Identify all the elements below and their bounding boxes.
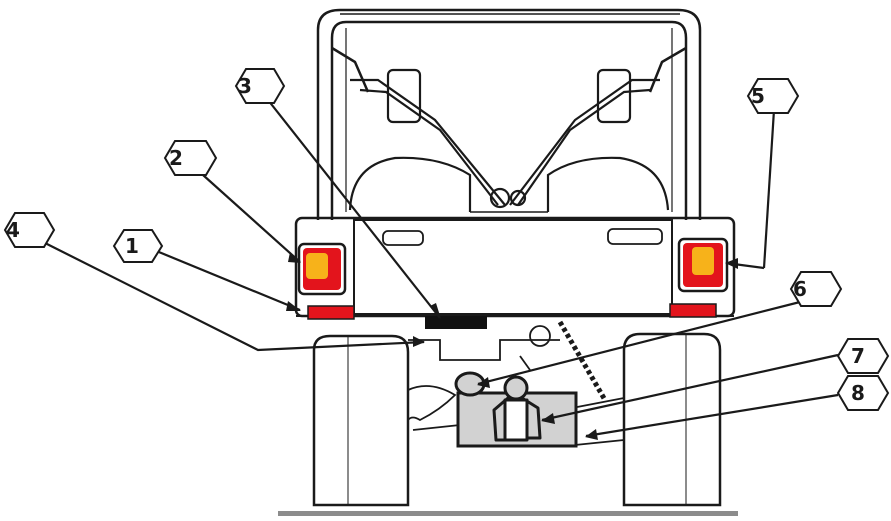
left-tail-light [297,242,347,296]
plate-light-and-hitch [454,371,542,442]
callout-1: 1 [112,229,164,263]
callout-3-label: 3 [238,74,252,98]
callout-5-label: 5 [751,84,765,108]
callout-4: 4 [3,212,56,248]
callout-6-label: 6 [793,277,807,301]
right-tail-light [677,237,729,293]
callout-8: 8 [836,375,890,411]
right-reflector [669,303,717,318]
callout-2-label: 2 [169,146,183,170]
callout-1-label: 1 [125,234,139,258]
callout-8-label: 8 [851,381,865,405]
arrowheads [286,252,738,440]
cargo-bed [294,216,736,318]
callout-3: 3 [234,68,286,104]
roll-cage [316,8,702,220]
center-label [425,316,487,329]
callout-7-label: 7 [851,344,865,368]
callout-6: 6 [789,271,843,307]
suspension [407,320,625,446]
callout-5: 5 [746,78,800,114]
callout-7: 7 [836,338,890,374]
callout-2: 2 [163,140,218,176]
cage-braces [348,68,670,213]
callout-4-label: 4 [6,218,20,242]
left-reflector [307,305,355,320]
leader-lines [44,99,839,438]
ground-line [278,511,738,516]
